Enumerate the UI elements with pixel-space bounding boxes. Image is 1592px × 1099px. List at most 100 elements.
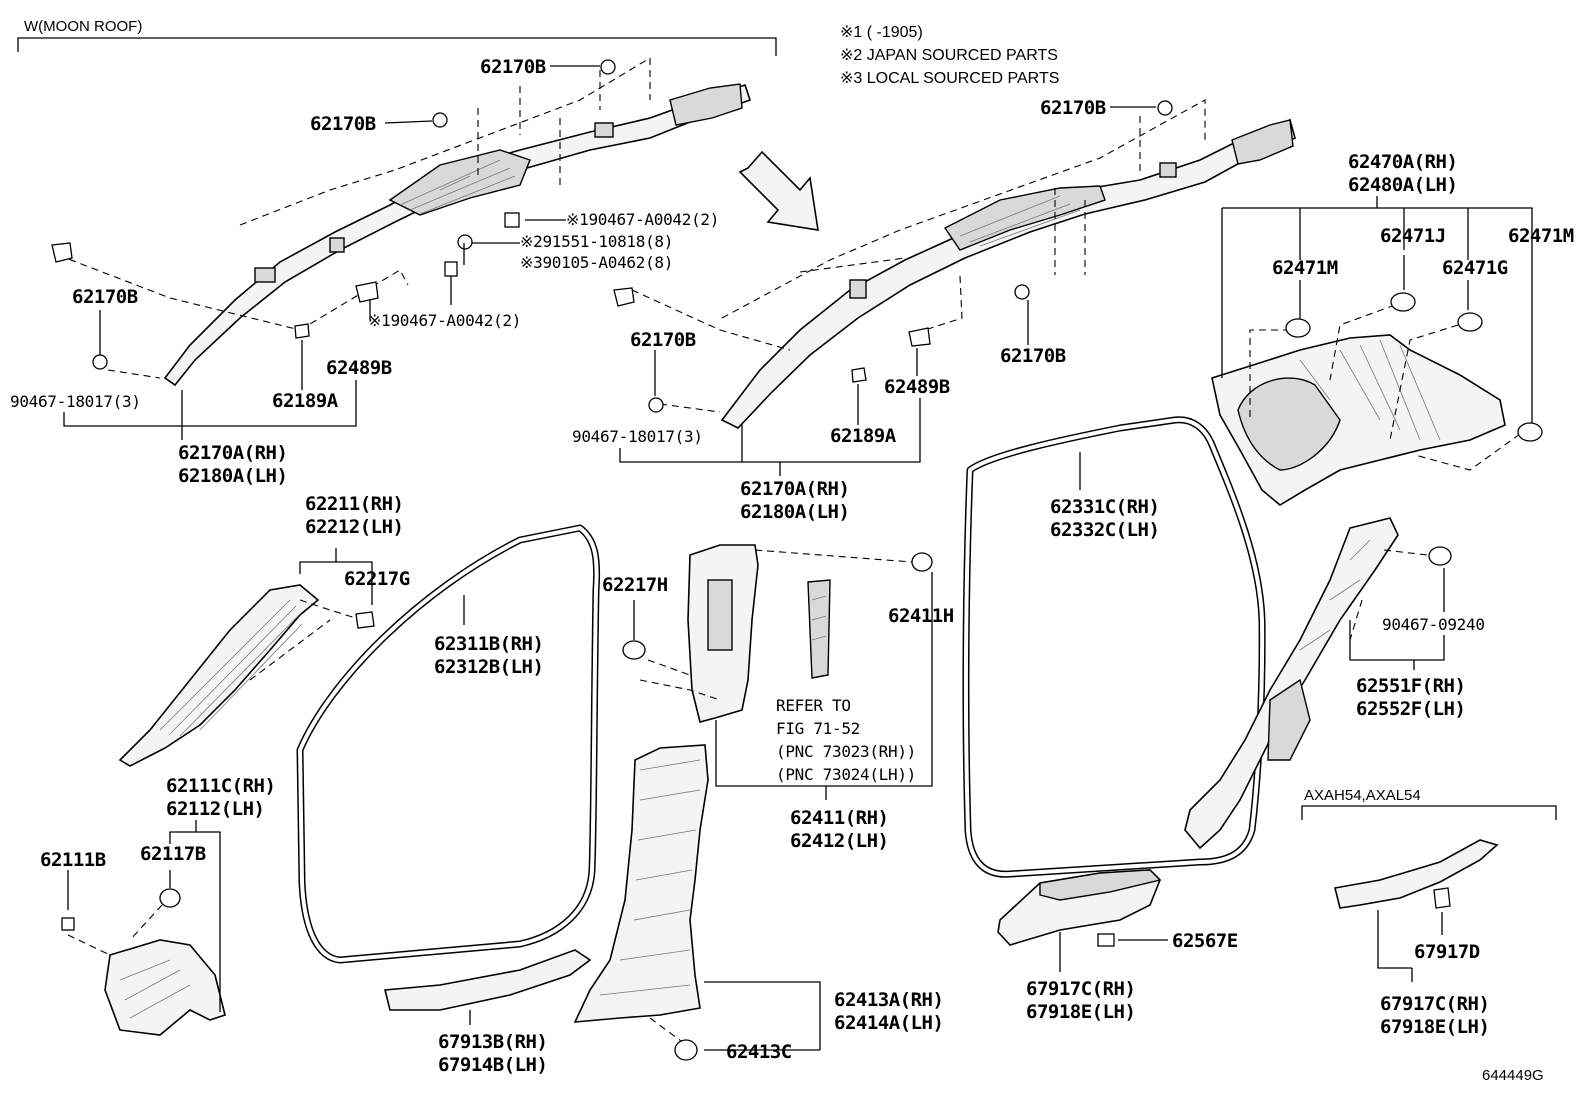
rear-scuff-plate: [997, 869, 1168, 972]
label-62413A: 62413A(RH): [834, 989, 943, 1011]
label-62180A-lh: 62180A(LH): [178, 465, 287, 487]
label-62411: 62411(RH): [790, 807, 888, 829]
label-62332C: 62332C(LH): [1050, 519, 1159, 541]
direction-arrow-icon: [738, 150, 819, 231]
refer-note-line-4: (PNC 73024(LH)): [776, 765, 916, 784]
rear-pillar-lower: [1184, 517, 1452, 850]
label-62189A: 62189A: [830, 425, 897, 447]
label-62470A: 62470A(RH): [1348, 151, 1457, 173]
label-62170B: 62170B: [480, 56, 546, 78]
label-62489B: 62489B: [326, 357, 392, 379]
bolt-icon: [600, 59, 616, 75]
label-67913B: 67913B(RH): [438, 1031, 547, 1053]
label-62170B: 62170B: [1000, 345, 1066, 367]
clip-icon: [622, 640, 646, 660]
moon-roof-bracket: W(MOON ROOF): [17, 18, 777, 56]
clip-icon: [613, 287, 635, 307]
clip-icon: [51, 242, 73, 263]
front-pillar-garnish: [118, 548, 375, 767]
label-67917C: 67917C(RH): [1380, 993, 1489, 1015]
nut-icon: [504, 212, 520, 228]
clip-icon: [1390, 292, 1416, 312]
label-62212: 62212(LH): [305, 516, 403, 538]
curtain-airbag-left: [163, 83, 752, 387]
center-pillar-lower: [573, 744, 821, 1061]
front-scuff-plate: [383, 949, 592, 1025]
middle-leaders: [619, 106, 1156, 476]
label-62551F: 62551F(RH): [1356, 675, 1465, 697]
label-62217G: 62217G: [344, 568, 410, 590]
label-90467-09240: 90467-09240: [1382, 615, 1485, 634]
label-90467-A0042: ※190467-A0042(2): [368, 311, 521, 330]
label-90467-A0042: ※190467-A0042(2): [566, 210, 719, 229]
moon-roof-label: W(MOON ROOF): [24, 18, 142, 35]
clip-icon: [851, 367, 867, 383]
label-62480A: 62480A(LH): [1348, 174, 1457, 196]
label-62331C: 62331C(RH): [1050, 496, 1159, 518]
label-62552F: 62552F(LH): [1356, 698, 1465, 720]
left-fasteners: [51, 59, 616, 370]
clip-icon: [1285, 318, 1311, 338]
label-62111C: 62111C(RH): [166, 775, 275, 797]
clip-icon: [159, 888, 181, 908]
label-62170B: 62170B: [72, 286, 138, 308]
middle-fasteners: [613, 100, 1173, 413]
clip-icon: [674, 1039, 698, 1061]
clip-icon: [294, 323, 310, 339]
label-62312B: 62312B(LH): [434, 656, 543, 678]
label-62211: 62211(RH): [305, 493, 403, 515]
clip-icon: [1517, 422, 1543, 442]
label-62170B: 62170B: [310, 113, 376, 135]
clip-icon: [911, 552, 933, 572]
clip-icon: [1097, 933, 1115, 947]
label-62170B: 62170B: [630, 329, 696, 351]
diagram-id: 644449G: [1482, 1067, 1544, 1084]
clip-icon: [908, 327, 931, 347]
label-67918E: 67918E(LH): [1380, 1016, 1489, 1038]
notes-block: ※1 ( -1905) ※2 JAPAN SOURCED PARTS ※3 LO…: [840, 24, 1059, 87]
label-62412: 62412(LH): [790, 830, 888, 852]
label-62471G: 62471G: [1442, 257, 1508, 279]
bolt-icon: [92, 354, 108, 370]
clip-icon: [355, 611, 375, 629]
clip-icon: [1428, 546, 1452, 566]
note-2: ※2 JAPAN SOURCED PARTS: [840, 47, 1058, 64]
variant-bracket: AXAH54,AXAL54: [1301, 787, 1557, 982]
label-90105-A0462: ※390105-A0462(8): [520, 253, 673, 272]
label-62117B: 62117B: [140, 843, 206, 865]
label-67917D: 67917D: [1414, 941, 1480, 963]
refer-note-line-3: (PNC 73023(RH)): [776, 742, 916, 761]
cowl-side-trim: [61, 820, 226, 1036]
clip-icon: [355, 281, 379, 303]
label-67917C: 67917C(RH): [1026, 978, 1135, 1000]
bolt-icon: [457, 234, 473, 250]
label-62471J: 62471J: [1380, 225, 1446, 247]
label-62111B: 62111B: [40, 849, 106, 871]
curtain-airbag-middle: [720, 118, 1296, 429]
clip-icon: [1433, 887, 1451, 909]
label-90467-18017: 90467-18017(3): [10, 392, 141, 411]
bolt-icon: [432, 112, 448, 128]
refer-note-line-1: REFER TO: [776, 696, 851, 715]
left-leaders: [63, 65, 600, 440]
label-67918E: 67918E(LH): [1026, 1001, 1135, 1023]
bolt-icon: [648, 397, 664, 413]
middle-dash-lines: [631, 99, 1206, 413]
label-67914B: 67914B(LH): [438, 1054, 547, 1076]
clip-icon: [1457, 312, 1483, 332]
label-62471M: 62471M: [1508, 225, 1574, 247]
front-door-weatherstrip: [296, 524, 601, 964]
label-62489B: 62489B: [884, 376, 950, 398]
label-62567E: 62567E: [1172, 930, 1238, 952]
note-3: ※3 LOCAL SOURCED PARTS: [840, 70, 1059, 87]
label-90467-18017: 90467-18017(3): [572, 427, 703, 446]
nut-icon: [444, 261, 458, 277]
label-62471M: 62471M: [1272, 257, 1338, 279]
label-62411H: 62411H: [888, 605, 954, 627]
label-62170B: 62170B: [1040, 97, 1106, 119]
left-dash-lines: [57, 57, 651, 379]
label-62170A-rh: 62170A(RH): [178, 442, 287, 464]
quarter-trim-upper: [1211, 196, 1543, 506]
label-62311B: 62311B(RH): [434, 633, 543, 655]
